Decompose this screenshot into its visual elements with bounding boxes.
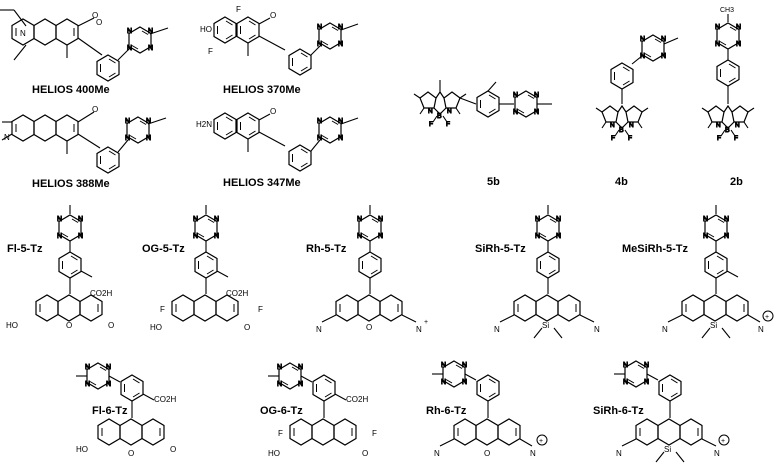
atom-f: F — [236, 5, 241, 14]
label-rh-5-tz: Rh-5-Tz — [306, 243, 347, 255]
atom-ho: HO — [268, 449, 280, 458]
atom-n: N — [662, 325, 668, 334]
atom-f: F — [258, 305, 263, 314]
atom-n: N — [434, 449, 440, 458]
atom-h2n: H2N — [196, 120, 212, 129]
atom-f: F — [208, 47, 213, 56]
methyl-group: CH3 — [720, 7, 734, 14]
label-fl-5-tz: Fl-5-Tz — [7, 243, 43, 255]
atom-n: N — [616, 449, 622, 458]
label-og-6-tz: OG-6-Tz — [260, 405, 303, 417]
atom-o: O — [270, 11, 276, 20]
atom-o: O — [128, 449, 134, 458]
atom-n: N — [594, 325, 600, 334]
label-compound-2b: 2b — [730, 176, 743, 188]
atom-f: F — [160, 305, 165, 314]
atom-n: N — [494, 325, 500, 334]
atom-o: O — [66, 321, 72, 330]
label-rh-6-tz: Rh-6-Tz — [426, 405, 467, 417]
atom-ho: HO — [200, 25, 212, 34]
atom-o: O — [92, 105, 98, 114]
mesirh-5-tz-structure — [667, 205, 774, 339]
carboxylic-acid: CO2H — [154, 395, 176, 404]
atom-n: N — [4, 133, 10, 142]
positive-charge: + — [721, 438, 725, 445]
compound-2b-structure — [701, 14, 755, 143]
compound-5b-structure — [413, 80, 552, 129]
fl-6-tz-structure — [76, 362, 165, 446]
compound-4b-structure — [595, 34, 679, 143]
atom-f: F — [278, 429, 283, 438]
atom-ho: HO — [76, 445, 88, 454]
atom-si: Si — [664, 445, 671, 454]
atom-o: O — [92, 11, 98, 20]
atom-o: O — [244, 323, 250, 332]
positive-charge: + — [539, 438, 543, 445]
sirh-5-tz-structure — [499, 205, 595, 339]
atom-n: N — [20, 29, 26, 38]
sirh-6-tz-structure — [614, 360, 730, 463]
atom-n: N — [714, 449, 720, 458]
carboxylic-acid: CO2H — [90, 289, 112, 298]
atom-n: N — [416, 325, 422, 334]
label-fl-6-tz: Fl-6-Tz — [92, 405, 128, 417]
label-helios-400me: HELIOS 400Me — [32, 84, 110, 96]
og-6-tz-structure — [268, 362, 357, 446]
positive-charge: + — [765, 314, 769, 321]
atom-o: O — [170, 445, 176, 454]
atom-si: Si — [542, 321, 549, 330]
atom-si: Si — [710, 321, 717, 330]
label-compound-5b: 5b — [487, 176, 500, 188]
label-compound-4b: 4b — [615, 176, 628, 188]
atom-n: N — [530, 449, 536, 458]
atom-ho: HO — [6, 321, 18, 330]
fl-5-tz-structure — [35, 205, 103, 322]
label-og-5-tz: OG-5-Tz — [142, 243, 185, 255]
atom-ho: HO — [150, 323, 162, 332]
atom-n: N — [758, 325, 764, 334]
helios-400me-structure — [0, 9, 169, 82]
og-5-tz-structure — [171, 205, 239, 322]
helios-388me-structure — [1, 111, 167, 174]
rh-6-tz-structure — [432, 360, 548, 447]
rh-5-tz-structure — [321, 205, 417, 323]
atom-o: O — [108, 321, 114, 330]
label-sirh-6-tz: SiRh-6-Tz — [593, 405, 644, 417]
label-helios-347me: HELIOS 347Me — [223, 177, 301, 189]
carboxylic-acid: CO2H — [226, 289, 248, 298]
atom-f: F — [372, 429, 377, 438]
helios-370me-structure — [213, 16, 359, 76]
helios-347me-structure — [213, 112, 359, 172]
atom-n: N — [316, 325, 322, 334]
atom-o: O — [484, 449, 490, 458]
label-sirh-5-tz: SiRh-5-Tz — [475, 243, 526, 255]
atom-o: O — [270, 107, 276, 116]
label-helios-370me: HELIOS 370Me — [223, 84, 301, 96]
atom-o: O — [362, 449, 368, 458]
atom-o: O — [96, 18, 102, 27]
carboxylic-acid: CO2H — [346, 395, 368, 404]
atom-o: O — [366, 323, 372, 332]
positive-charge: + — [424, 319, 428, 326]
label-mesirh-5-tz: MeSiRh-5-Tz — [622, 243, 688, 255]
label-helios-388me: HELIOS 388Me — [32, 178, 110, 190]
